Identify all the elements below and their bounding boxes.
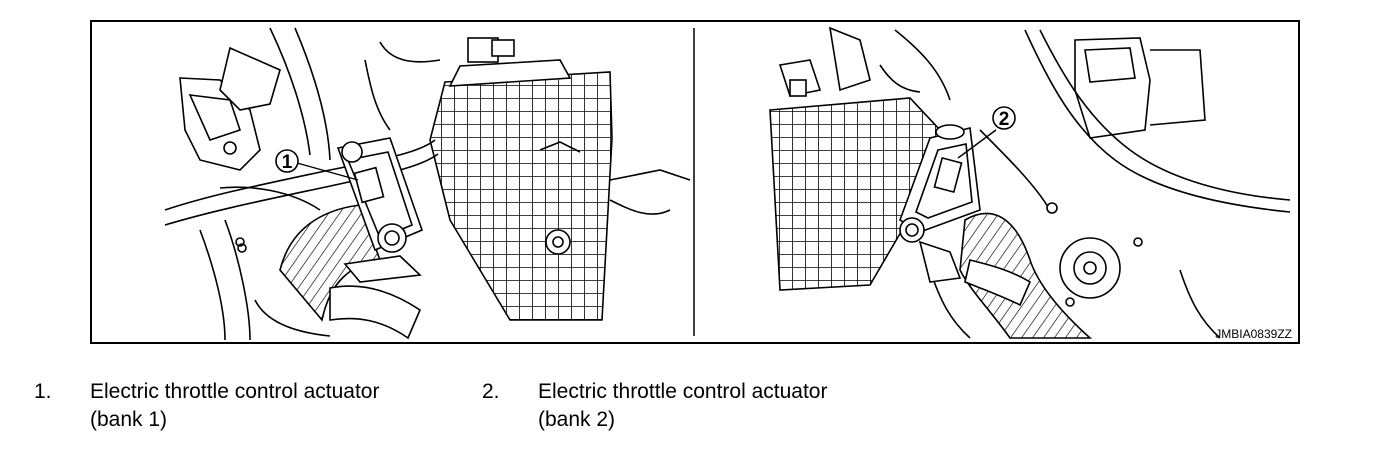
- panel-bank-1: [164, 27, 691, 341]
- callout-2: 2: [957, 106, 1016, 159]
- legend-text-2: Electric throttle control actuator (bank…: [538, 378, 827, 434]
- figure-id-code: JMBIA0839ZZ: [1215, 327, 1292, 341]
- panel-bank-2: [769, 26, 1291, 339]
- legend-number-2: 2.: [482, 380, 500, 403]
- throttle-actuator-bank-1: [336, 137, 424, 283]
- legend-number-1: 1.: [34, 380, 52, 403]
- intake-duct-bank-2: [959, 212, 1093, 339]
- callout-label-1: 1: [282, 152, 293, 173]
- legend-line2-2: (bank 2): [538, 408, 616, 431]
- legend-text-1: Electric throttle control actuator (bank…: [90, 378, 379, 434]
- intake-manifold-bank-1: [429, 71, 613, 321]
- engine-illustration: 1: [90, 20, 1300, 344]
- legend-line1-1: Electric throttle control actuator: [90, 380, 380, 403]
- throttle-actuator-bank-2: [899, 124, 981, 283]
- legend-line1-2: Electric throttle control actuator: [538, 380, 828, 403]
- callout-1: 1: [275, 149, 359, 181]
- callout-label-2: 2: [999, 109, 1010, 130]
- legend-line2-1: (bank 1): [90, 408, 168, 431]
